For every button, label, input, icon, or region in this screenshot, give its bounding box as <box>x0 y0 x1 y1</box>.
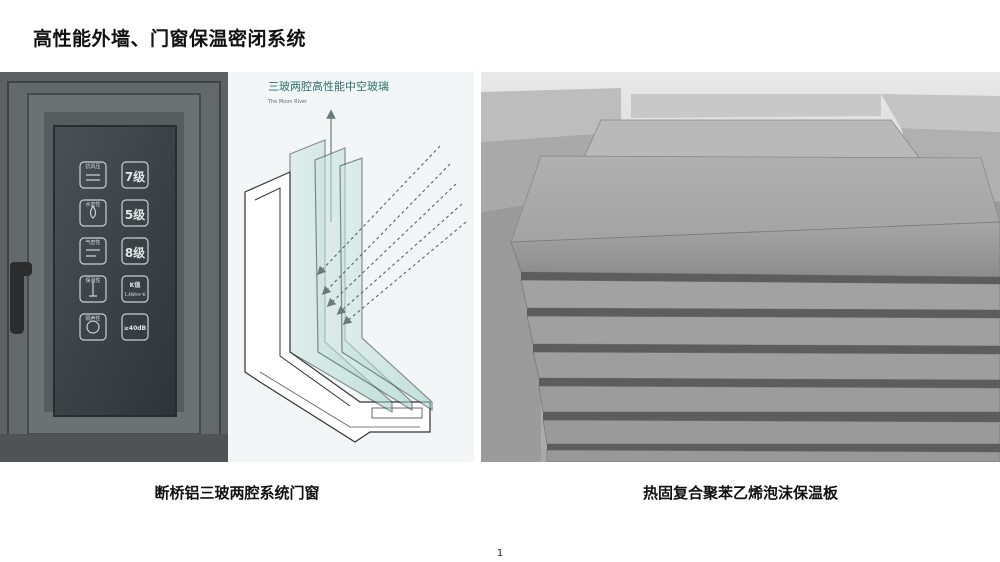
heat-flow-arrows <box>316 145 467 325</box>
diagram-label: 三玻两腔高性能中空玻璃 <box>268 79 389 93</box>
board-gaps <box>521 272 1000 452</box>
performance-panel <box>79 161 149 341</box>
glazing-diagram: 三玻两腔高性能中空玻璃 The Moon River <box>228 72 474 462</box>
grade-air-tightness: 8级 <box>125 245 145 260</box>
window-caption: 断桥铝三玻两腔系统门窗 <box>154 484 320 502</box>
label-wind-pressure: 抗风压 <box>85 163 100 170</box>
k-value: 1.4W/m²·K <box>124 292 145 297</box>
label-insulation: 保温性 <box>85 277 100 284</box>
insulation-board-caption: 热固复合聚苯乙烯泡沫保温板 <box>642 484 838 502</box>
page-number: 1 <box>496 548 504 559</box>
board-stack-edges <box>510 221 1000 462</box>
label-water-tightness: 水密性 <box>85 201 100 208</box>
top-insulation-board <box>510 155 1000 243</box>
grade-insulation: K值 <box>130 281 141 289</box>
page-title: 高性能外墙、门窗保温密闭系统 <box>33 28 307 50</box>
window-handle <box>10 262 32 334</box>
label-sound-insulation: 隔声性 <box>85 315 100 322</box>
brand-text: The Moon River <box>267 99 308 105</box>
label-air-tightness: 气密性 <box>85 239 100 246</box>
insulation-board-illustration <box>481 72 1000 462</box>
grade-wind-pressure: 7级 <box>125 169 145 184</box>
window-photo <box>0 72 228 462</box>
window-illustration: 抗风压 水密性 气密性 保温性 隔声性 7级 5级 8级 K值 1.4W/m²·… <box>0 72 474 462</box>
grade-sound-insulation: ≥40dB <box>124 325 147 332</box>
grade-water-tightness: 5级 <box>125 207 145 222</box>
performance-grades: 7级 5级 8级 K值 1.4W/m²·K ≥40dB <box>124 169 147 332</box>
window-figure: 抗风压 水密性 气密性 保温性 隔声性 7级 5级 8级 K值 1.4W/m²·… <box>0 72 474 462</box>
performance-labels: 抗风压 水密性 气密性 保温性 隔声性 <box>85 163 100 322</box>
insulation-board-figure <box>481 72 1000 462</box>
